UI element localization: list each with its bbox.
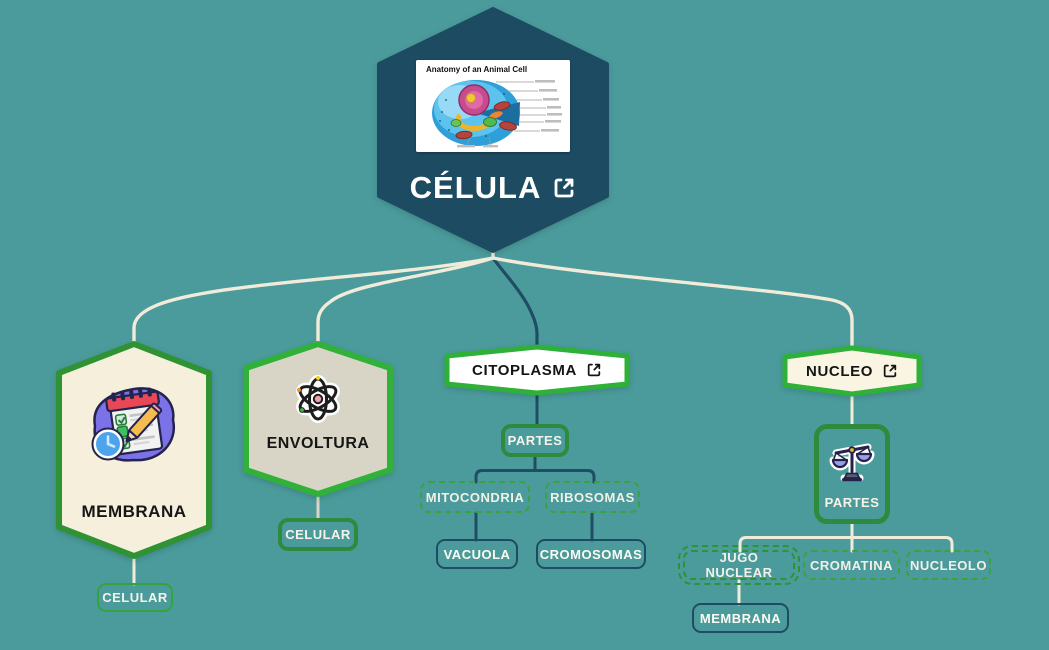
membrana-nucleo-label: MEMBRANA [699, 610, 782, 626]
node-cromatina[interactable]: CROMATINA [803, 550, 900, 580]
partes-nucleo-label: PARTES [824, 495, 880, 510]
node-jugo-nuclear[interactable]: JUGO NUCLEAR [678, 545, 800, 585]
external-link-icon[interactable] [586, 362, 602, 378]
node-membrana[interactable]: MEMBRANA [55, 340, 213, 560]
connector-nucleopartes-split [738, 522, 954, 553]
node-partes-nucleo[interactable]: PARTES [814, 424, 890, 524]
connector-root-nucleo [491, 256, 854, 350]
mitocondria-label: MITOCONDRIA [425, 489, 525, 505]
node-citoplasma[interactable]: CITOPLASMA [441, 344, 633, 396]
node-partes-citoplasma[interactable]: PARTES [501, 424, 569, 457]
node-envoltura[interactable]: ENVOLTURA [242, 340, 394, 498]
external-link-icon[interactable] [882, 363, 898, 379]
nucleolo-label: NUCLEOLO [910, 557, 987, 573]
external-link-icon[interactable] [552, 176, 576, 200]
node-celula-root[interactable]: Anatomy of an Animal Cell CÉLULA [375, 5, 611, 255]
nucleo-label: NUCLEO [806, 362, 873, 380]
node-membrana-nucleo[interactable]: MEMBRANA [692, 603, 789, 633]
cromosomas-label: CROMOSOMAS [539, 546, 643, 562]
celular-membrana-label: CELULAR [102, 590, 168, 605]
node-mitocondria[interactable]: MITOCONDRIA [420, 481, 530, 513]
node-vacuola[interactable]: VACUOLA [436, 539, 518, 569]
node-celular-envoltura[interactable]: CELULAR [278, 518, 358, 551]
cromatina-label: CROMATINA [810, 557, 893, 573]
membrana-label: MEMBRANA [81, 502, 187, 521]
balance-scale-icon [829, 443, 875, 482]
connector-root-citoplasma [491, 248, 539, 350]
node-nucleolo[interactable]: NUCLEOLO [906, 550, 991, 580]
ribosomas-label: RIBOSOMAS [550, 489, 635, 505]
celular-envoltura-label: CELULAR [285, 527, 351, 542]
connector-root-envoltura [316, 256, 495, 346]
node-celular-membrana[interactable]: CELULAR [97, 583, 173, 612]
atom-icon [296, 375, 340, 423]
citoplasma-label: CITOPLASMA [472, 361, 577, 379]
node-nucleo[interactable]: NUCLEO [779, 344, 925, 398]
citoplasma-banner-shape [444, 344, 630, 396]
connector-partes-split [474, 455, 596, 484]
cell-image-title: Anatomy of an Animal Cell [426, 65, 527, 74]
jugo-nuclear-label: JUGO NUCLEAR [705, 550, 773, 580]
node-cromosomas[interactable]: CROMOSOMAS [536, 539, 646, 569]
animal-cell-illustration: Anatomy of an Animal Cell [416, 60, 570, 152]
envoltura-label: ENVOLTURA [266, 435, 370, 452]
partes-citoplasma-label: PARTES [507, 433, 563, 448]
vacuola-label: VACUOLA [443, 546, 511, 562]
root-label: CÉLULA [409, 170, 542, 205]
nucleo-banner-shape [782, 345, 922, 397]
checklist-calendar-illustration [91, 387, 176, 462]
node-ribosomas[interactable]: RIBOSOMAS [545, 481, 640, 513]
animal-cell-diagram-image[interactable]: Anatomy of an Animal Cell [416, 60, 570, 152]
connector-root-membrana [132, 248, 495, 347]
